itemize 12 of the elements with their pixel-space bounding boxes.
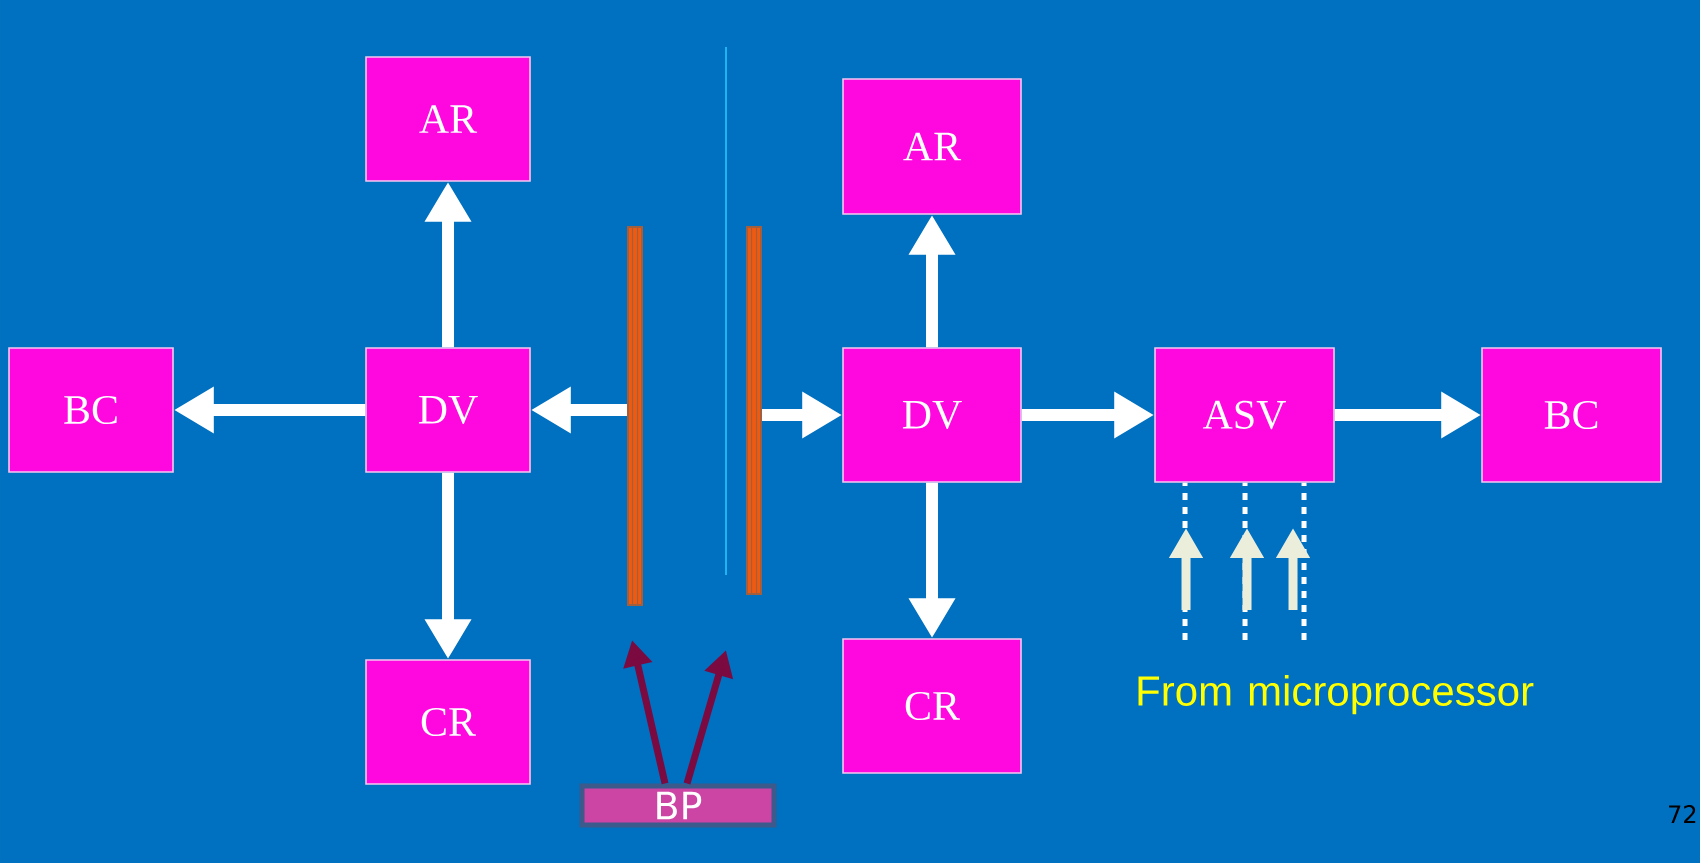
block-box: BC: [8, 347, 174, 473]
block-box: BC: [1481, 347, 1662, 483]
block-box: AR: [365, 56, 531, 182]
block-box: ASV: [1154, 347, 1335, 483]
label-bar: BP: [579, 783, 777, 828]
page-number: 72: [1669, 805, 1696, 823]
block-box: AR: [842, 78, 1022, 215]
block-box: DV: [365, 347, 531, 473]
block-box: CR: [365, 659, 531, 785]
caption-text: From microprocessor: [1138, 675, 1534, 715]
block-box: DV: [842, 347, 1022, 483]
block-box: CR: [842, 638, 1022, 774]
